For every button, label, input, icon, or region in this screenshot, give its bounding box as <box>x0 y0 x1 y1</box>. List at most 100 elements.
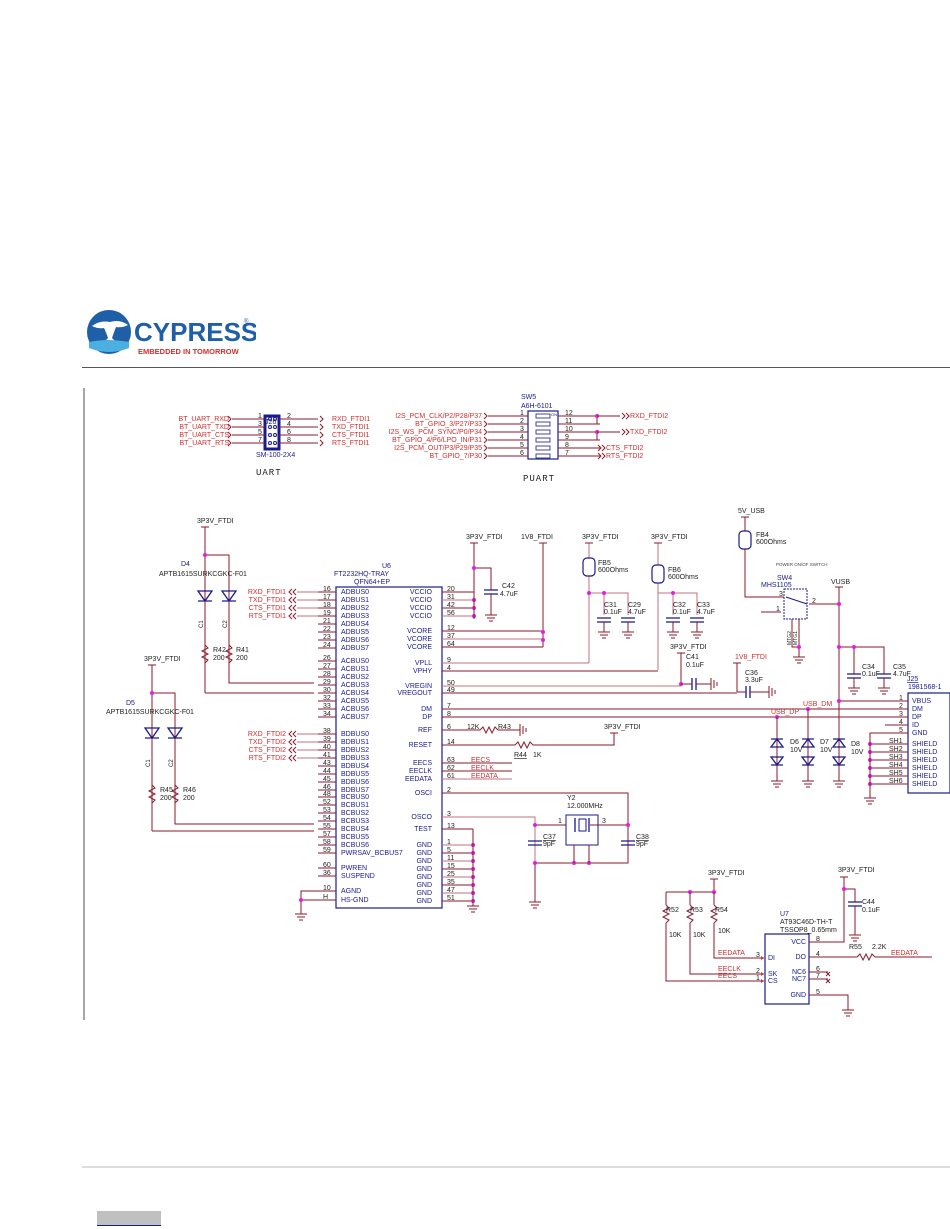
r44-ref: R44 <box>514 752 527 759</box>
ground-icon <box>793 656 805 664</box>
puart-left-net: BT_GPIO_4/P6/LPO_IN/P31 <box>392 437 482 444</box>
tvs-diode-icon <box>831 737 847 767</box>
j26-body <box>263 414 281 451</box>
u6-pin-name: VPLL <box>415 660 432 667</box>
u6-pin-num: 64 <box>447 641 455 648</box>
ground-icon <box>864 797 876 805</box>
usb-dm-net: USB_DM <box>803 701 832 708</box>
u6-adbus-net: TXD_FTDI1 <box>249 597 286 604</box>
puart-right-net: CTS_FTDI2 <box>606 445 643 452</box>
dip-switch-icon[interactable] <box>535 445 551 451</box>
eecs-net: EECS <box>471 757 490 764</box>
puart-switch: SW5 A6H-6101 ON PUART I2S_PCM_CLK/P2/P28… <box>389 394 669 484</box>
d5-c1-label: C1 <box>146 759 152 767</box>
usb-shield-pin: SH3 <box>889 754 903 761</box>
d4-supply: 3P3V_FTDI <box>197 518 234 525</box>
c41-value: 0.1uF <box>686 662 704 669</box>
dip-switch-icon[interactable] <box>535 421 551 427</box>
u6-pin-name: GND <box>416 842 432 849</box>
r45-value: 200 <box>160 795 172 802</box>
uart-right-net: RTS_FTDI1 <box>332 440 369 447</box>
u7-pin-name: NC7 <box>792 976 806 983</box>
u6-pin-name: ADBUS6 <box>341 637 369 644</box>
u6-pin-num: 22 <box>323 626 331 633</box>
d7-value: 10V <box>820 747 833 754</box>
fb4-value: 600Ohms <box>756 539 787 546</box>
dip-switch-icon[interactable] <box>535 413 551 419</box>
ground-icon <box>771 780 814 788</box>
vreg-decoupling: 3P3V_FTDI C41 0.1uF 1V8_FTDI C36 3.3uF <box>670 644 776 698</box>
u6-adbus-net: RXD_FTDI1 <box>248 589 286 596</box>
r41-ref: R41 <box>236 647 249 654</box>
net-port-icon <box>288 612 297 620</box>
r42-ref: R42 <box>213 647 226 654</box>
r52-value: 10K <box>669 932 682 939</box>
c37-ref: C37 <box>543 834 556 841</box>
puart-pin-num: 9 <box>565 434 569 441</box>
u6-pin-num: 57 <box>323 831 331 838</box>
dip-switch-icon[interactable] <box>535 429 551 435</box>
u6-pin-name: BDBUS7 <box>341 787 369 794</box>
sw5-ref: SW5 <box>521 394 536 401</box>
c42-ref: C42 <box>502 583 515 590</box>
d4-led-red-icon <box>196 590 214 603</box>
sw4-pin3: 3 <box>779 591 783 598</box>
eedata-net: EEDATA <box>471 773 498 780</box>
u6-pin-name: GND <box>416 858 432 865</box>
uart-pin-num: 3 <box>258 421 262 428</box>
puart-title: PUART <box>523 474 555 484</box>
uart-pin-num: 5 <box>258 429 262 436</box>
sw5-body <box>527 410 559 460</box>
uart-left-net: BT_UART_TXD <box>179 424 229 431</box>
u6-pin-name: GND <box>416 874 432 881</box>
u6-pin-name: ADBUS4 <box>341 621 369 628</box>
c32-c33-capacitor-icon <box>666 617 704 623</box>
usb-shield-pin: SH5 <box>889 770 903 777</box>
u6-pin-name: BDBUS1 <box>341 739 369 746</box>
dip-switch-icon[interactable] <box>535 453 551 459</box>
u6-pin-num: 45 <box>323 776 331 783</box>
u6-pin-name: HS-GND <box>341 897 369 904</box>
u6-pin-num: 50 <box>447 680 455 687</box>
ground-icon <box>842 1009 854 1017</box>
puart-pin-num: 10 <box>565 426 573 433</box>
puart-right-net: RXD_FTDI2 <box>630 413 668 420</box>
u6-part: FT2232HQ-TRAY <box>334 571 389 578</box>
r53-resistor-icon <box>685 904 695 924</box>
u6-pin-name: BDBUS4 <box>341 763 369 770</box>
puart-right-net: TXD_FTDI2 <box>630 429 667 436</box>
fb5-supply: 3P3V_FTDI <box>582 534 619 541</box>
c44-value: 0.1uF <box>862 907 880 914</box>
u6-pin-name: EECLK <box>409 768 432 775</box>
u7-pin-name: DO <box>796 954 807 961</box>
c34-ref: C34 <box>862 664 875 671</box>
u6-pin-num: 41 <box>323 752 331 759</box>
u7-pin-num: 6 <box>816 966 820 973</box>
fb6-ferrite-icon <box>651 564 665 584</box>
c33-value: 4.7uF <box>697 609 715 616</box>
puart-pin-num: 8 <box>565 442 569 449</box>
u6-pin-name: REF <box>418 727 432 734</box>
u6-pin-name: GND <box>416 882 432 889</box>
sw4-pin2: 2 <box>812 598 816 605</box>
r54-resistor-icon <box>709 904 719 924</box>
r54-ref: R54 <box>715 907 728 914</box>
footer-rule <box>82 1166 950 1168</box>
r53-value: 10K <box>693 932 706 939</box>
j26-ref: J26 <box>265 419 276 426</box>
u6-pin-num: 4 <box>447 665 451 672</box>
fb4-ferrite-icon <box>738 530 752 550</box>
uart-pin-num: 2 <box>287 413 291 420</box>
sw4-part: MHS1105 <box>761 582 792 589</box>
dip-switch-icon[interactable] <box>535 437 551 443</box>
u6-pin-name: VCCIO <box>410 613 433 620</box>
pll-phy-filter: 3P3V_FTDI FB5 600Ohms C31 0.1uF C29 4.7u… <box>582 534 715 670</box>
uart-pin-num: 8 <box>287 437 291 444</box>
u6-pin-name: EECS <box>413 760 432 767</box>
r42-resistor-icon <box>200 644 210 664</box>
usb-shield-name: SHIELD <box>912 757 937 764</box>
usb-pin-num: 4 <box>899 719 903 726</box>
u6-bdbus-net: RTS_FTDI2 <box>249 755 286 762</box>
u6-pin-name: RESET <box>409 742 433 749</box>
u7-pin-name: VCC <box>791 939 806 946</box>
